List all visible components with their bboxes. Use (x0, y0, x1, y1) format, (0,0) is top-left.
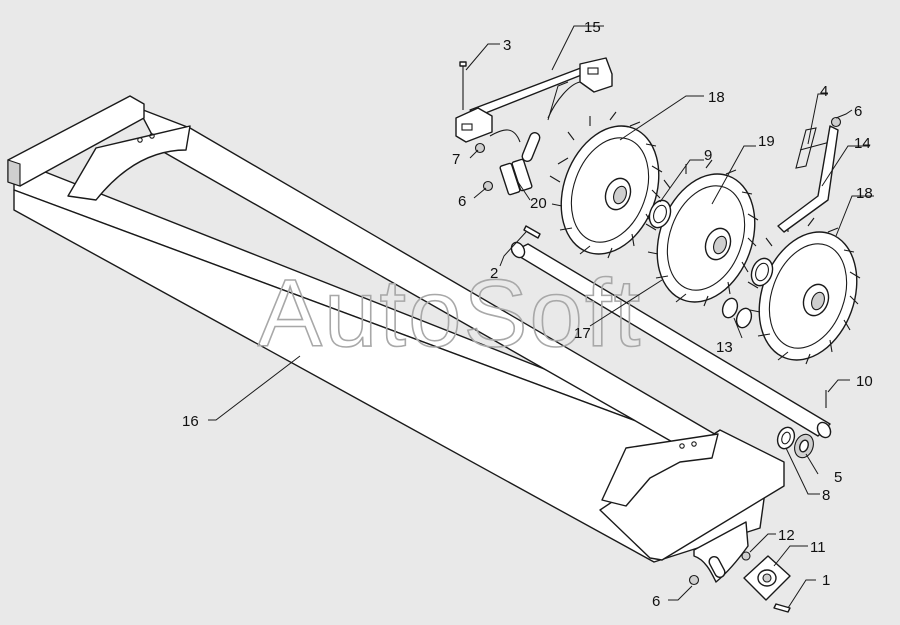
small-fasteners (474, 132, 541, 239)
callout-6-lower: 6 (652, 593, 660, 610)
callout-3: 3 (503, 37, 511, 54)
axle-end-right (816, 421, 832, 439)
callout-18-right: 18 (856, 185, 873, 202)
u-bolt-4 (795, 127, 817, 169)
nut-12 (741, 551, 751, 561)
bracket-slot (587, 67, 599, 75)
callout-9: 9 (704, 147, 712, 164)
callout-16: 16 (182, 413, 199, 430)
frame-right-end-beam (599, 429, 785, 561)
callout-8: 8 (822, 487, 830, 504)
bracket-hole (691, 441, 697, 447)
mounting-bracket-left (455, 107, 493, 143)
callout-20: 20 (530, 195, 547, 212)
spacers-washers (648, 199, 774, 329)
bolt-1 (773, 603, 791, 613)
frame-right-bracket (601, 433, 719, 507)
frame-left-end-face (7, 159, 21, 187)
bracket-hole (149, 133, 155, 139)
callout-5: 5 (834, 469, 842, 486)
nut-6-top (830, 116, 842, 128)
spring-wire (547, 81, 581, 119)
callout-6-top: 6 (854, 103, 862, 120)
clamp-plate (511, 158, 533, 192)
axle-shaft (510, 241, 832, 439)
callout-6-mid: 6 (458, 193, 466, 210)
callout-13: 13 (716, 339, 733, 356)
washer-13 (735, 307, 753, 329)
washer-13 (721, 297, 739, 319)
seal-8 (776, 426, 796, 450)
flange-bearing-assembly (688, 551, 791, 613)
end-plate-slot (708, 556, 726, 578)
bearing-assembly (776, 390, 827, 459)
bolt-head (459, 61, 467, 67)
callout-labels: 3 15 18 9 19 4 6 14 18 7 6 20 2 17 13 10… (182, 19, 873, 610)
bracket-hole (137, 137, 143, 143)
wheel-middle-19 (645, 159, 759, 307)
scraper-assembly (777, 116, 842, 233)
callout-14: 14 (854, 135, 871, 152)
bolt-2 (523, 225, 541, 239)
mounting-bar (469, 65, 595, 117)
callout-15: 15 (584, 19, 601, 36)
mounting-bracket-right (579, 57, 613, 93)
bracket-hole (679, 443, 685, 449)
spring-wire (489, 129, 521, 143)
frame-assembly (7, 95, 785, 583)
bracket-slot (461, 123, 473, 131)
wheel-left-18 (549, 111, 663, 259)
watermark: AutoSoft (258, 260, 642, 367)
callout-10: 10 (856, 373, 873, 390)
frame-end-plate (693, 521, 749, 583)
callout-2: 2 (490, 265, 498, 282)
nut-6-lower (688, 574, 700, 586)
callout-7: 7 (452, 151, 460, 168)
callout-19: 19 (758, 133, 775, 150)
callout-18-left: 18 (708, 89, 725, 106)
callout-4: 4 (820, 83, 828, 100)
mounting-bar-assembly (455, 57, 613, 143)
callout-11: 11 (810, 539, 826, 556)
clip-plate (521, 132, 541, 162)
wheel-right-18 (747, 217, 861, 365)
callout-17: 17 (574, 325, 591, 342)
callout-1: 1 (822, 572, 830, 589)
callout-12: 12 (778, 527, 795, 544)
leader-lines (208, 25, 874, 609)
frame-left-bracket (67, 125, 191, 201)
axle-end-left (510, 241, 526, 259)
